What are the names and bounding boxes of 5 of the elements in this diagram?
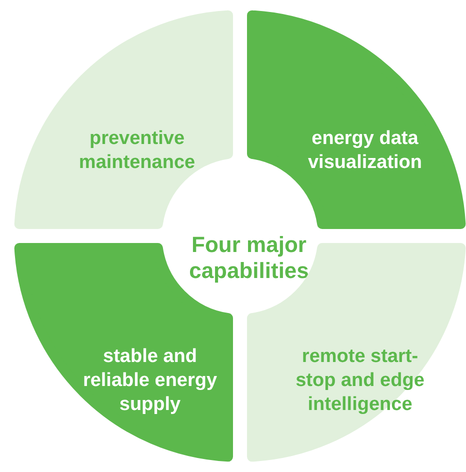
quadrant-label: remote start-stop and edge intelligence	[294, 345, 426, 417]
quadrant-label: energy data visualization	[306, 127, 424, 175]
quadrant-label: stable and reliable energy supply	[82, 345, 218, 417]
center-title: Four major capabilities	[188, 232, 310, 284]
quadrant-label: preventive maintenance	[78, 127, 196, 175]
